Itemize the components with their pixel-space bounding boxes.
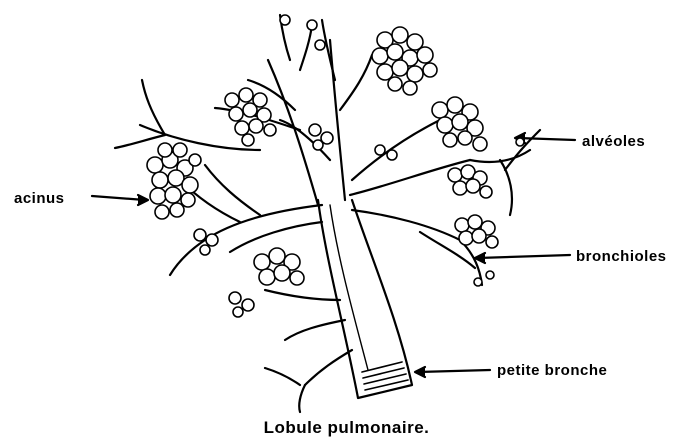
label-bronchioles: bronchioles — [576, 248, 667, 265]
label-acinus: acinus — [14, 190, 65, 207]
branch-lower-left-2 — [285, 320, 345, 340]
alveoli-cluster-right — [432, 97, 487, 151]
alveoli-cluster-right-lower — [448, 165, 492, 198]
arrow-petite-bronche — [418, 370, 490, 372]
branch-lower-twig — [265, 368, 305, 412]
alveoli-cluster-top — [372, 27, 437, 95]
branch-right-3 — [352, 120, 440, 180]
branch-right — [352, 210, 460, 240]
alveoli-cluster-mid-left — [225, 88, 276, 146]
trunk-rings — [362, 362, 408, 390]
arrow-acinus-head — [138, 195, 148, 205]
label-alveoles: alvéoles — [582, 133, 645, 150]
arrow-bronchioles-head — [475, 253, 485, 263]
arrow-petite-bronche-head — [415, 367, 425, 377]
branch-upper-right — [340, 55, 372, 110]
arrow-acinus — [92, 196, 145, 200]
alveoli-cluster-bronchioles — [455, 215, 498, 248]
branch-upper-trunk-2 — [330, 40, 345, 200]
branch-lower-bottom — [305, 350, 352, 385]
arrow-alveoles — [518, 138, 575, 140]
arrow-bronchioles — [478, 255, 570, 258]
branch-lower-left — [265, 290, 340, 300]
acinus-cluster — [147, 143, 201, 219]
label-petite-bronche: petite bronche — [497, 362, 607, 379]
figure-caption: Lobule pulmonaire. — [0, 418, 693, 438]
branch-far-left-fork — [115, 80, 165, 148]
alveoli-cluster-lower-left — [229, 248, 304, 317]
branch-upper-right-2 — [322, 20, 335, 80]
